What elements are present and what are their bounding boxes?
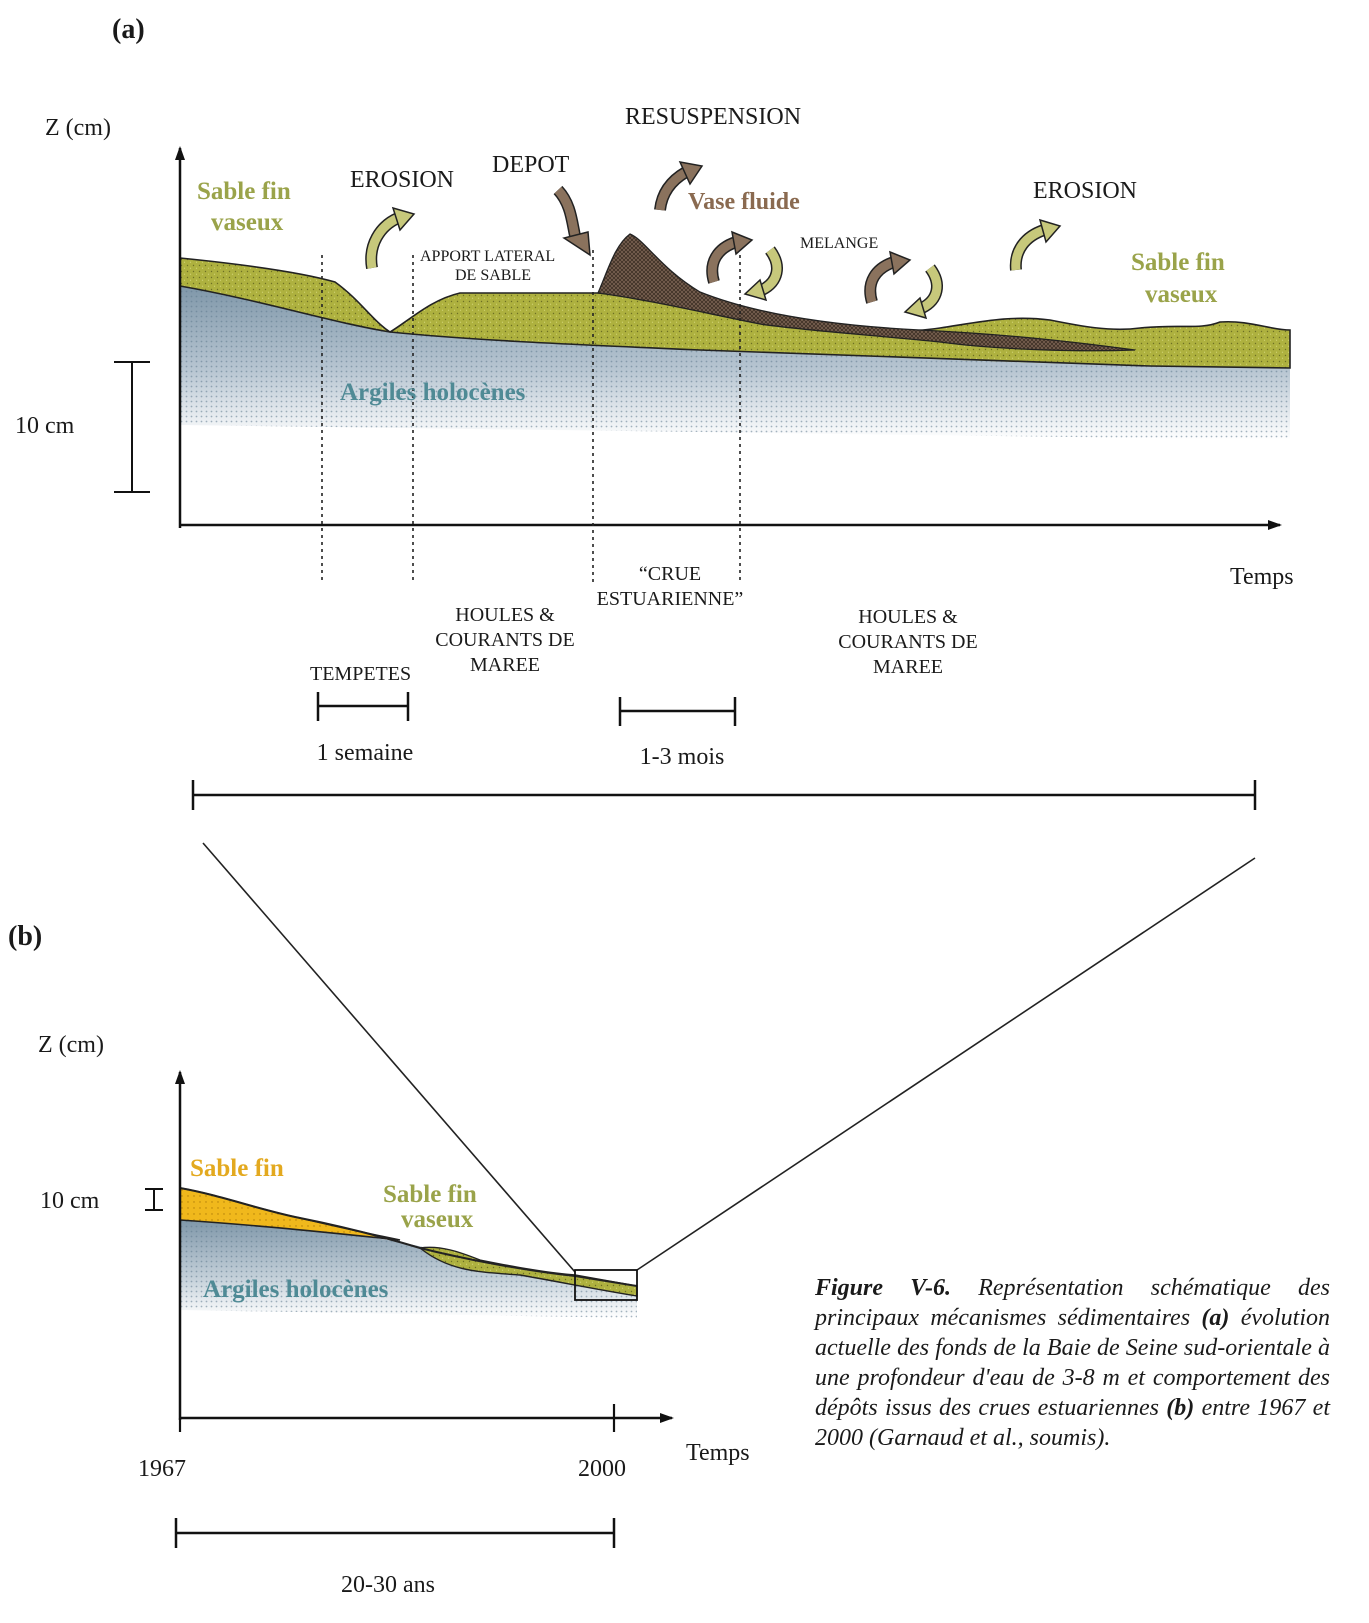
label-sable-left-1: Sable fin [197, 178, 291, 205]
label-argiles-a: Argiles holocènes [340, 379, 526, 406]
resuspension-arrow [654, 161, 704, 211]
panel-a-y-axis-label: Z (cm) [45, 115, 111, 141]
caption-text-2: évolution actuelle des fonds de la Baie … [815, 1305, 1330, 1421]
label-20-30-ans: 20-30 ans [341, 1572, 435, 1598]
melange-arrows-1 [706, 230, 783, 302]
panel-a-x-axis-label: Temps [1230, 564, 1294, 590]
duration-bar-semaine [316, 692, 410, 721]
phase-dividers [321, 250, 741, 582]
label-sable-right-2: vaseux [1145, 281, 1218, 308]
label-depot: DEPOT [492, 152, 570, 178]
caption-text-1: Représentation schématique des principau… [815, 1275, 1330, 1331]
panel-b-scale-bar [145, 1188, 163, 1211]
panel-b-surface-line [179, 1187, 638, 1287]
depot-arrow [553, 185, 591, 257]
panel-b-label: (b) [8, 921, 42, 952]
label-sable-fin-b: Sable fin [190, 1155, 284, 1182]
label-crue-line1: “CRUE [639, 563, 701, 585]
panel-a-scale-bar [114, 361, 150, 493]
label-resuspension: RESUSPENSION [625, 104, 801, 130]
panel-a-label: (a) [112, 14, 145, 45]
label-melange: MELANGE [800, 235, 878, 252]
label-tempetes: TEMPETES [310, 663, 411, 685]
panel-a-scale-label: 10 cm [15, 413, 75, 439]
label-houles-2-line3: MAREE [873, 656, 943, 678]
label-2000: 2000 [578, 1456, 626, 1482]
duration-bar-mois [618, 697, 737, 726]
caption-text-3: entre 1967 et 2000 (Garnaud et al., soum… [815, 1395, 1330, 1451]
label-argiles-b: Argiles holocènes [203, 1276, 389, 1303]
argiles-layer-a [180, 286, 1290, 440]
erosion-arrow-right [1009, 218, 1062, 271]
label-houles-2-line1: HOULES & [858, 606, 958, 628]
label-1-3-mois: 1-3 mois [640, 744, 725, 770]
label-houles-1-line1: HOULES & [455, 604, 555, 626]
figure-caption: Figure V-6. Représentation schématique d… [815, 1273, 1330, 1453]
label-1-semaine: 1 semaine [317, 740, 414, 766]
label-apport-lateral: APPORT LATERAL [420, 248, 555, 265]
label-sable-vaseux-b-1: Sable fin [383, 1181, 477, 1208]
panel-a-timeline-bar [191, 780, 1257, 810]
panel-b-duration-bar [174, 1518, 616, 1548]
vase-fluide-layer-a [597, 233, 1136, 352]
erosion-arrow-left [365, 206, 416, 270]
label-sable-left-2: vaseux [211, 209, 284, 236]
caption-figure-number: Figure V-6. [815, 1275, 951, 1301]
caption-ref-b: (b) [1166, 1395, 1195, 1421]
label-erosion-right: EROSION [1033, 178, 1137, 204]
panel-b-y-axis-label: Z (cm) [38, 1032, 104, 1058]
argiles-layer-b [180, 1220, 637, 1318]
label-sable-right-1: Sable fin [1131, 249, 1225, 276]
label-de-sable: DE SABLE [455, 267, 531, 284]
label-erosion-left: EROSION [350, 167, 454, 193]
label-vase-fluide: Vase fluide [688, 189, 800, 215]
melange-arrows-2 [864, 250, 943, 320]
label-houles-1-line2: COURANTS DE [435, 629, 574, 651]
label-houles-1-line3: MAREE [470, 654, 540, 676]
label-crue-line2: ESTUARIENNE” [597, 588, 744, 610]
caption-ref-a: (a) [1201, 1305, 1230, 1331]
zoom-box [574, 1269, 638, 1301]
panel-b-scale-label: 10 cm [40, 1188, 100, 1214]
label-1967: 1967 [138, 1456, 186, 1482]
panel-b-x-axis-label: Temps [686, 1440, 750, 1466]
label-sable-vaseux-b-2: vaseux [401, 1206, 474, 1233]
label-houles-2-line2: COURANTS DE [838, 631, 977, 653]
zoom-lines [202, 842, 1256, 1273]
